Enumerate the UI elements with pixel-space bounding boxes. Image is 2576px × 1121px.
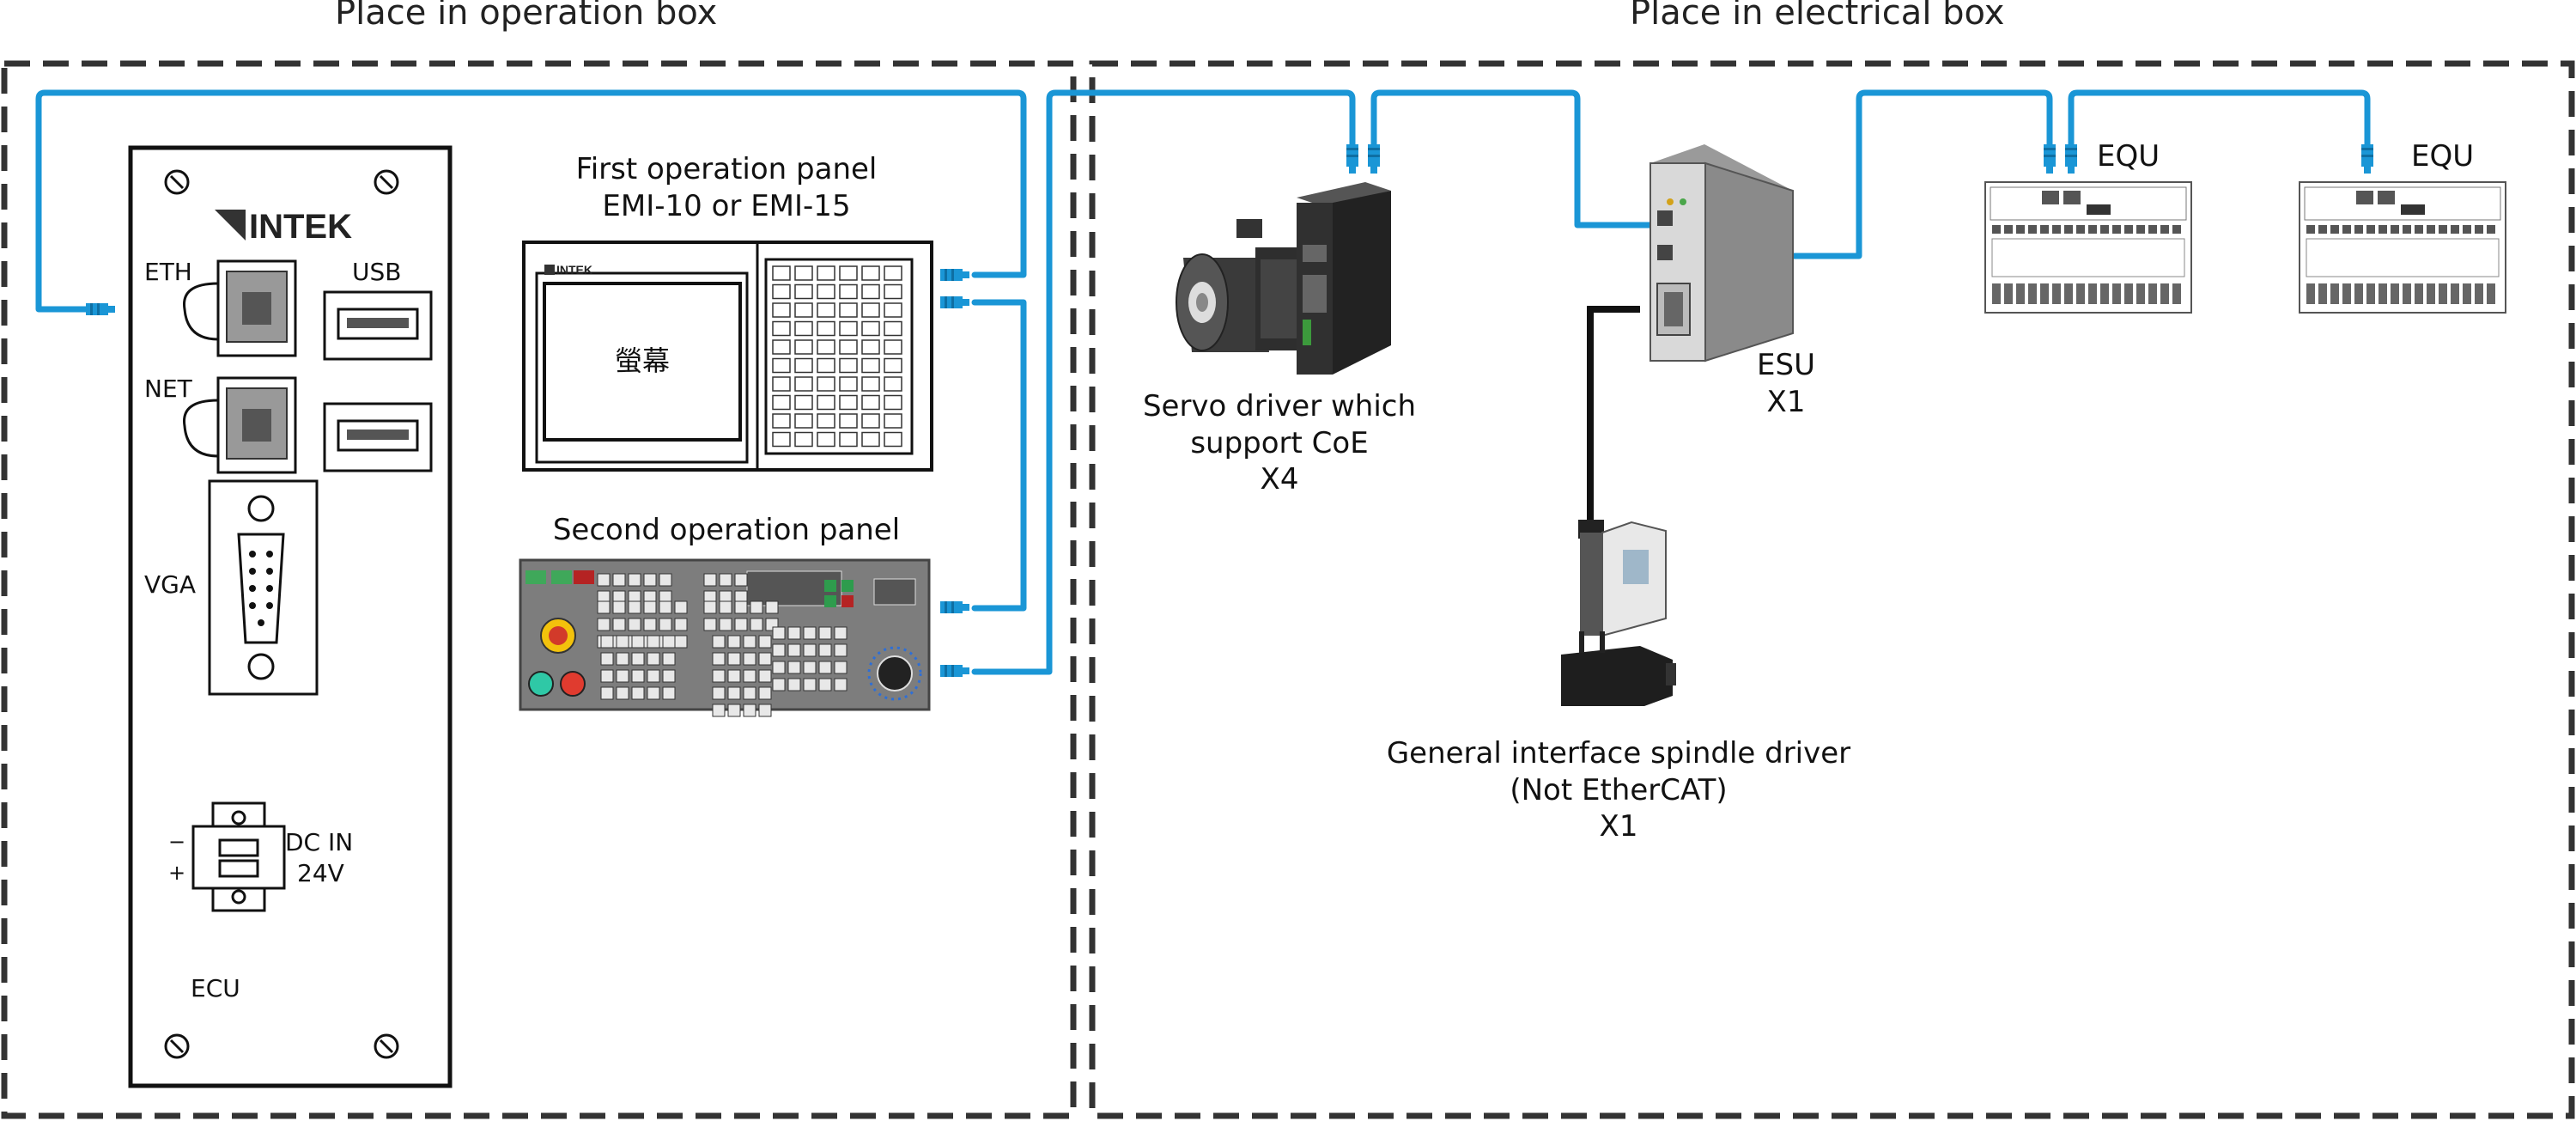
usb-port-icon — [323, 290, 433, 361]
eth-label: ETH — [144, 258, 192, 286]
ecu-brand: INTEK — [249, 208, 352, 246]
eth-connector-icon — [86, 303, 115, 315]
spindle-driver — [1561, 520, 1676, 706]
dc-minus-label: − — [168, 830, 186, 854]
intek-logo-icon — [544, 265, 555, 275]
dc-voltage-label: 24V — [297, 859, 344, 887]
equ1-label: EQU — [2097, 139, 2160, 174]
equ1-connector-out-icon — [2065, 144, 2077, 174]
usb-port-icon — [323, 402, 433, 472]
electrical-box-header: Place in electrical box — [1630, 0, 2005, 33]
electrical-box-frame — [1089, 60, 2575, 1119]
servo-connector-in-icon — [1346, 144, 1358, 174]
first-panel-brand: INTEK — [556, 263, 592, 277]
equ2-label: EQU — [2411, 139, 2475, 174]
dc-in-connector-icon — [191, 801, 286, 912]
equ-module-2 — [2299, 181, 2506, 314]
spindle-cable — [1587, 306, 1640, 533]
ecu-unit — [128, 145, 453, 1088]
esu-qty: X1 — [1766, 384, 1806, 419]
keypad-keys — [772, 265, 902, 448]
equ-module-1 — [1984, 181, 2192, 314]
ethercat-cables — [35, 89, 2371, 675]
first-panel-title-line2: EMI-10 or EMI-15 — [602, 188, 851, 223]
first-panel-title-line1: First operation panel — [575, 152, 878, 186]
spindle-label-line1: General interface spindle driver — [1386, 736, 1851, 771]
esu-module — [1649, 144, 1794, 362]
equ1-connector-in-icon — [2044, 144, 2056, 174]
net-port-icon — [182, 376, 297, 474]
servo-label-line1: Servo driver which — [1142, 389, 1417, 423]
intek-logo-icon — [215, 210, 246, 241]
spindle-label: General interface spindle driver (Not Et… — [1340, 735, 1898, 845]
eth-port-icon — [182, 259, 297, 357]
panel2-connector-in-icon — [940, 601, 969, 613]
spindle-label-line2: (Not EtherCAT) — [1510, 772, 1728, 807]
esu-label: ESU X1 — [1717, 347, 1855, 420]
operation-box-frame — [1, 60, 1077, 1119]
spindle-label-line3: X1 — [1599, 809, 1638, 844]
second-panel-title: Second operation panel — [552, 513, 901, 547]
feed-hold-icon — [560, 671, 586, 697]
servo-label-line3: X4 — [1260, 462, 1299, 497]
ecu-name-label: ECU — [191, 974, 240, 1002]
dc-in-label: DC IN — [285, 828, 354, 856]
usb-label: USB — [352, 258, 402, 286]
servo-connector-out-icon — [1368, 144, 1380, 174]
net-label: NET — [144, 375, 192, 403]
panel1-connector-out-icon — [940, 296, 969, 308]
servo-driver — [1297, 182, 1391, 375]
first-operation-panel — [522, 241, 933, 472]
first-panel-screen-text: 螢幕 — [614, 344, 670, 377]
panel-buttons — [597, 573, 848, 717]
first-panel-title: First operation panel EMI-10 or EMI-15 — [546, 151, 907, 224]
dc-plus-label: + — [168, 861, 186, 885]
panel1-connector-in-icon — [940, 269, 969, 281]
operation-box-header: Place in operation box — [335, 0, 718, 33]
panel2-connector-out-icon — [940, 665, 969, 677]
cycle-start-icon — [528, 671, 554, 697]
equ2-connector-in-icon — [2361, 144, 2373, 174]
servo-label-line2: support CoE — [1190, 425, 1369, 460]
feed-override-knob-icon — [877, 655, 913, 691]
vga-label: VGA — [144, 570, 197, 599]
esu-name: ESU — [1757, 348, 1815, 382]
second-operation-panel — [519, 558, 931, 717]
servo-motor — [1176, 219, 1315, 352]
servo-label: Servo driver which support CoE X4 — [1108, 388, 1451, 498]
vga-port-icon — [208, 479, 319, 696]
